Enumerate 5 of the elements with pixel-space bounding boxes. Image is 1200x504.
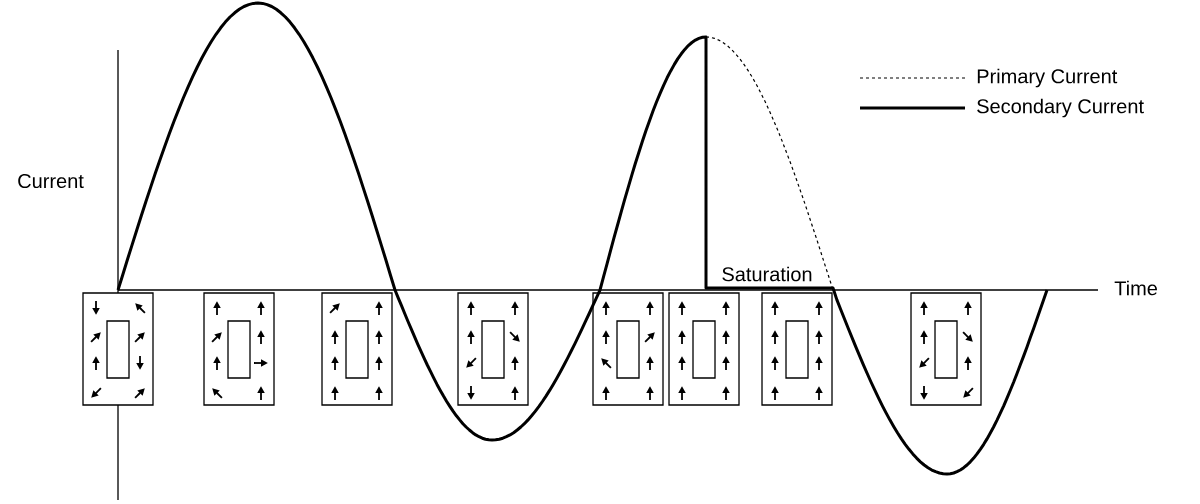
- legend-label: Primary Current: [977, 68, 1118, 88]
- legend-label: Secondary Current: [977, 98, 1144, 118]
- axis-label: Current: [16, 172, 85, 190]
- axis-label: Time: [1113, 279, 1159, 297]
- saturation-label: Saturation: [722, 266, 812, 282]
